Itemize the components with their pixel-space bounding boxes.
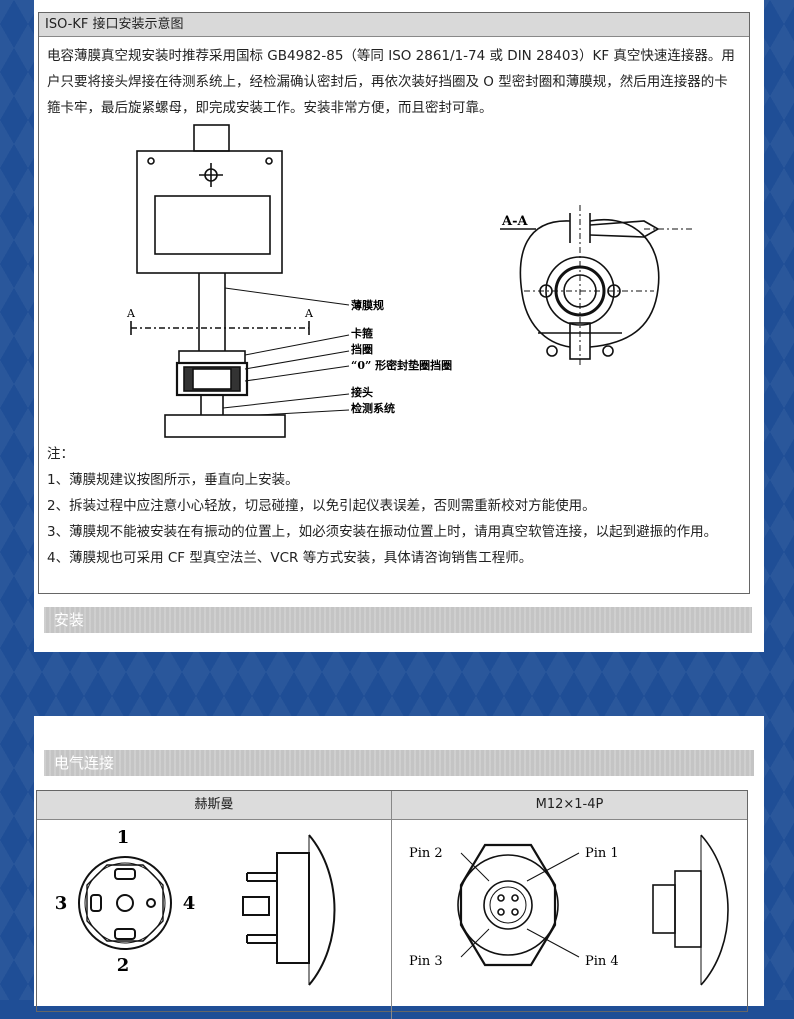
label-aa: A-A <box>501 214 528 229</box>
pin-2-label: 2 <box>117 955 130 976</box>
hirschmann-diagram: 1 2 3 4 <box>55 827 336 986</box>
label-clamp: 卡箍 <box>351 326 373 340</box>
notes-title: 注： <box>47 446 74 462</box>
col-hirschmann: 赫斯曼 <box>37 791 392 820</box>
install-description: 电容薄膜真空规安装时推荐采用国标 GB4982-85（等同 ISO 2861/1… <box>47 48 735 116</box>
pin-1-label: 1 <box>117 827 130 848</box>
iso-kf-section: ISO-KF 接口安装示意图 电容薄膜真空规安装时推荐采用国标 GB4982-8… <box>38 12 750 594</box>
note-3: 3、薄膜规不能被安装在有振动的位置上，如必须安装在振动位置上时，请用真空软管连接… <box>47 524 718 540</box>
install-card: ISO-KF 接口安装示意图 电容薄膜真空规安装时推荐采用国标 GB4982-8… <box>34 0 764 652</box>
column-divider <box>391 819 392 1019</box>
section-header: ISO-KF 接口安装示意图 <box>39 13 749 37</box>
pin-3-label-m12: Pin 3 <box>409 954 443 969</box>
install-bar: 安装 <box>44 607 752 633</box>
pin-2-label-m12: Pin 2 <box>409 846 443 861</box>
pin-4-label: 4 <box>183 893 196 914</box>
label-ring: 挡圈 <box>351 342 373 356</box>
pin-4-label-m12: Pin 4 <box>585 954 619 969</box>
section-a-right: A <box>304 307 314 320</box>
section-aa-diagram: A-A <box>500 205 694 365</box>
electrical-card: 电气连接 赫斯曼 M12×1-4P <box>34 716 764 1019</box>
label-system: 检测系统 <box>351 401 395 415</box>
m12-diagram: Pin 2 Pin 1 Pin 3 Pin 4 <box>409 834 729 986</box>
label-gauge: 薄膜规 <box>351 298 384 312</box>
label-oring: “0” 形密封垫圈挡圈 <box>351 358 452 372</box>
label-joint: 接头 <box>351 385 373 399</box>
gauge-install-diagram: A A 薄膜规 卡箍 挡圈 “0” 形密封垫圈挡圈 接头 检测系统 <box>126 124 452 438</box>
connector-table: 赫斯曼 M12×1-4P 1 <box>36 790 748 1019</box>
note-1: 1、薄膜规建议按图所示，垂直向上安装。 <box>47 472 299 488</box>
col-m12: M12×1-4P <box>392 791 747 820</box>
electrical-bar: 电气连接 <box>44 750 754 776</box>
notes: 注： 1、薄膜规建议按图所示，垂直向上安装。 2、拆装过程中应注意小心轻放，切忌… <box>47 441 741 571</box>
note-4: 4、薄膜规也可采用 CF 型真空法兰、VCR 等方式安装，具体请咨询销售工程师。 <box>47 550 533 566</box>
note-2: 2、拆装过程中应注意小心轻放，切忌碰撞，以免引起仪表误差，否则需重新校对方能使用… <box>47 498 596 514</box>
section-a-left: A <box>126 307 136 320</box>
pin-1-label-m12: Pin 1 <box>585 846 619 861</box>
pin-3-label: 3 <box>55 893 68 914</box>
